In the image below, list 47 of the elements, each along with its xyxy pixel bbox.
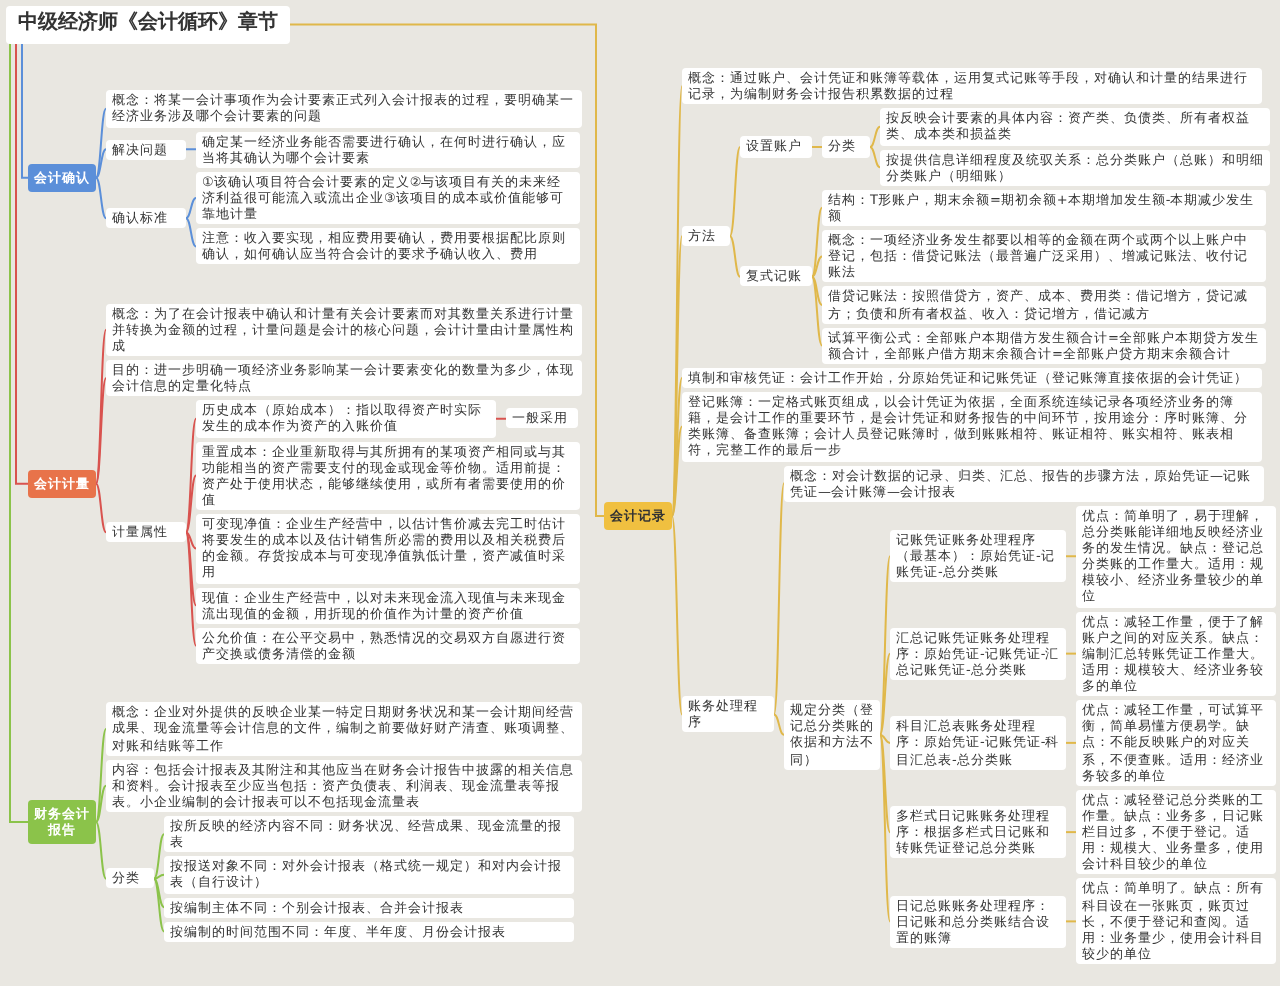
- connector-line: [185, 531, 197, 647]
- connector-line: [811, 255, 823, 278]
- connector-line: [811, 206, 823, 278]
- central-topic: 中级经济师《会计循环》章节: [6, 6, 290, 43]
- connector-line: [879, 733, 891, 834]
- connector-line: [95, 148, 107, 179]
- connector-line: [185, 417, 197, 534]
- connector-line: [671, 425, 683, 517]
- connector-line: [95, 176, 107, 220]
- connector-line: [95, 784, 107, 823]
- connector-line: [1065, 652, 1077, 655]
- connector-line: [729, 146, 741, 238]
- connector-line: [671, 515, 683, 716]
- connector-line: [729, 235, 741, 278]
- connector-line: [811, 275, 823, 306]
- connector-line: [153, 833, 165, 880]
- connector-line: [185, 217, 197, 248]
- connector-line: [21, 42, 29, 179]
- connector-line: [773, 713, 785, 736]
- connector-line: [1065, 555, 1077, 558]
- connector-line: [671, 376, 683, 517]
- connector-line: [95, 821, 107, 880]
- connector-line: [869, 125, 881, 148]
- connector-line: [15, 42, 29, 485]
- connector-line: [153, 877, 165, 909]
- connector-line: [9, 42, 29, 823]
- connector-line: [289, 23, 605, 517]
- connector-line: [95, 107, 107, 179]
- connector-line: [185, 148, 197, 151]
- connector-line: [879, 652, 891, 736]
- connector-line: [495, 417, 507, 420]
- connector-line: [773, 482, 785, 716]
- connector-line: [811, 146, 823, 148]
- connector-line: [879, 555, 891, 736]
- connector-line: [869, 146, 881, 169]
- connector-line: [153, 877, 165, 933]
- connector-line: [95, 482, 107, 534]
- connector-line: [1065, 741, 1077, 744]
- connector-line: [1065, 831, 1077, 834]
- connector-line: [185, 196, 197, 220]
- connector-line: [95, 727, 107, 823]
- connector-line: [1065, 920, 1077, 923]
- connector-line: [95, 377, 107, 485]
- connector-line: [185, 474, 197, 534]
- connector-line: [811, 275, 823, 347]
- connector-line: [185, 531, 197, 607]
- connector-line: [185, 531, 197, 550]
